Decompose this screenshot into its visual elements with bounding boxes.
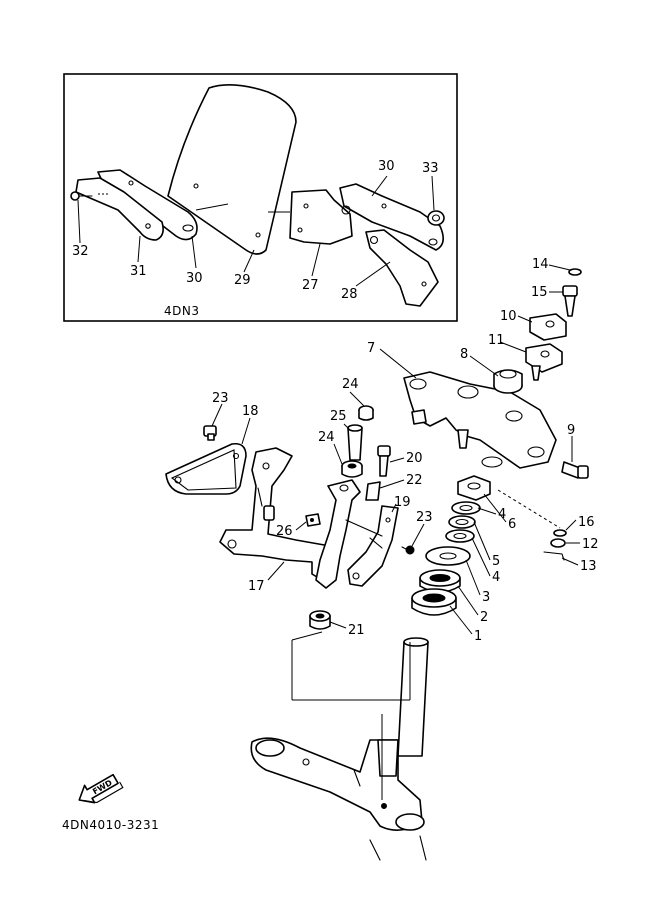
inset-border <box>63 73 458 322</box>
bolt-23a <box>203 425 217 441</box>
callout: 18 <box>242 404 259 419</box>
callout: 30 <box>378 159 395 174</box>
inset-model-code: 4DN3 <box>164 304 200 318</box>
callout: 24 <box>342 377 359 392</box>
callout: 1 <box>474 629 482 644</box>
callout: 9 <box>567 423 575 438</box>
spacer-25 <box>347 424 363 461</box>
bearing-2 <box>419 569 461 593</box>
callout: 8 <box>460 347 468 362</box>
callout: 16 <box>578 515 595 530</box>
callout: 23 <box>416 510 433 525</box>
callout: 31 <box>130 264 147 279</box>
callout: 33 <box>422 161 439 176</box>
inset-panel: 32 31 30 29 30 33 27 28 4DN3 <box>63 73 458 322</box>
bearing-1 <box>411 588 457 616</box>
callout: 4 <box>492 570 500 585</box>
windshield <box>167 84 297 255</box>
callout: 26 <box>276 524 293 539</box>
washer-16 <box>553 529 567 537</box>
fwd-arrow-icon: FWD <box>78 773 124 804</box>
cover-3 <box>425 546 471 566</box>
grommet-8 <box>493 369 523 394</box>
callout: 6 <box>508 517 516 532</box>
callout: 28 <box>341 287 358 302</box>
callout: 5 <box>492 554 500 569</box>
callout: 3 <box>482 590 490 605</box>
nut-33 <box>427 210 445 226</box>
callout: 11 <box>488 333 505 348</box>
upper-bracket-7 <box>403 371 557 469</box>
bolt-32 <box>70 191 93 201</box>
callout: 19 <box>394 495 411 510</box>
callout: 23 <box>212 391 229 406</box>
callout: 4 <box>498 507 506 522</box>
ring-nut-5 <box>448 515 476 529</box>
callout: 30 <box>186 271 203 286</box>
stay-19 <box>347 505 399 587</box>
callout: 25 <box>330 409 347 424</box>
callout: 27 <box>302 278 319 293</box>
callout: 14 <box>532 257 549 272</box>
callout: 7 <box>367 341 375 356</box>
ring-nut-6 <box>457 475 491 501</box>
steering-stem <box>250 637 429 861</box>
bolt-23b <box>401 545 415 555</box>
bracket-18 <box>165 442 247 495</box>
stay-28 <box>365 229 439 307</box>
clip-14 <box>568 268 582 276</box>
callout: 12 <box>582 537 599 552</box>
callout: 15 <box>531 285 548 300</box>
callout: 13 <box>580 559 597 574</box>
center-stay <box>315 479 361 589</box>
callout: 24 <box>318 430 335 445</box>
callout: 22 <box>406 473 423 488</box>
collar-24b <box>341 460 363 478</box>
callout: 2 <box>480 610 488 625</box>
diagram-code: 4DN4010-3231 <box>62 818 159 832</box>
lock-washer-4b <box>445 529 475 543</box>
callout: 17 <box>248 579 265 594</box>
callout: 20 <box>406 451 423 466</box>
bolt-15 <box>562 285 578 317</box>
collar-21 <box>309 610 331 630</box>
lock-washer-4 <box>451 501 481 515</box>
clip-26 <box>305 513 321 527</box>
bolt-9 <box>561 461 589 479</box>
callout: 10 <box>500 309 517 324</box>
clip-13 <box>543 551 565 561</box>
callout: 29 <box>234 273 251 288</box>
stay-left <box>75 177 164 241</box>
callout: 21 <box>348 623 365 638</box>
nut-12 <box>550 538 566 548</box>
spacer-22 <box>365 481 381 501</box>
collar-24a <box>358 405 374 421</box>
bolt-20 <box>377 445 391 477</box>
holder-lower-11 <box>525 343 563 373</box>
stay-17 <box>219 447 335 581</box>
bracket-right <box>339 183 444 251</box>
main-assembly: 14 15 10 11 7 8 9 23 18 24 25 24 20 22 1… <box>165 257 599 861</box>
bracket-left <box>97 169 198 241</box>
callout: 32 <box>72 244 89 259</box>
